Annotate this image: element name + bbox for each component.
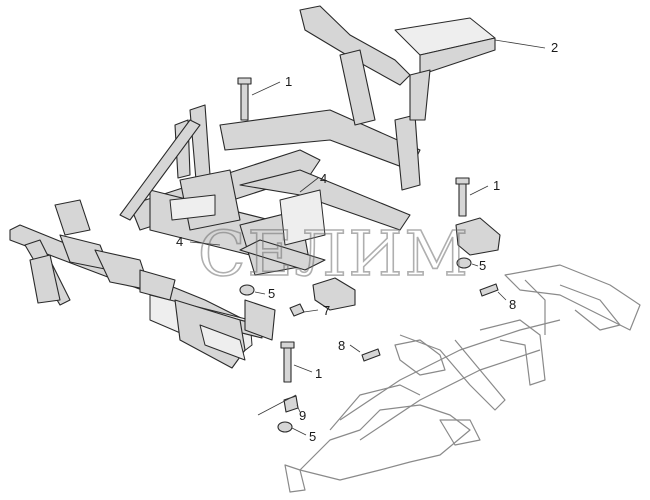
pin-8-right <box>479 283 499 297</box>
bolt-1-top-head <box>237 77 252 85</box>
ghost-frame-assembly <box>284 264 641 493</box>
nut-5-right <box>456 257 472 269</box>
callout-4-upper: 4 <box>320 171 327 186</box>
callout-1-right: 1 <box>493 178 500 193</box>
loose-parts <box>237 77 501 433</box>
pin-8-mid <box>361 348 381 362</box>
pin-7 <box>289 303 305 317</box>
leader-lines <box>189 39 546 436</box>
nut-5-mid <box>239 284 255 296</box>
callout-5-low: 5 <box>309 429 316 444</box>
callout-1-low: 1 <box>315 366 322 381</box>
bolt-1-right-head <box>455 177 470 185</box>
callout-2: 2 <box>551 40 558 55</box>
main-frame <box>9 5 496 369</box>
nut-5-low <box>277 421 293 433</box>
callout-5-mid: 5 <box>268 286 275 301</box>
bolt-1-low-head <box>280 341 295 349</box>
bracket-mid <box>312 277 356 311</box>
callout-8-mid: 8 <box>338 338 345 353</box>
pin-9 <box>283 395 299 413</box>
callout-1-top: 1 <box>285 74 292 89</box>
bolt-1-right <box>458 181 467 217</box>
callout-labels: 1 2 4 4 1 5 8 5 7 8 1 9 5 <box>176 40 558 444</box>
watermark-text: СЕЛИМ <box>198 217 470 290</box>
bolt-1-low <box>283 345 292 383</box>
bolt-1-top <box>240 81 249 121</box>
callout-4-left: 4 <box>176 234 183 249</box>
callout-5-right: 5 <box>479 258 486 273</box>
callout-8-right: 8 <box>509 297 516 312</box>
bracket-right <box>455 217 501 256</box>
callout-7: 7 <box>323 303 330 318</box>
callout-9: 9 <box>299 408 306 423</box>
